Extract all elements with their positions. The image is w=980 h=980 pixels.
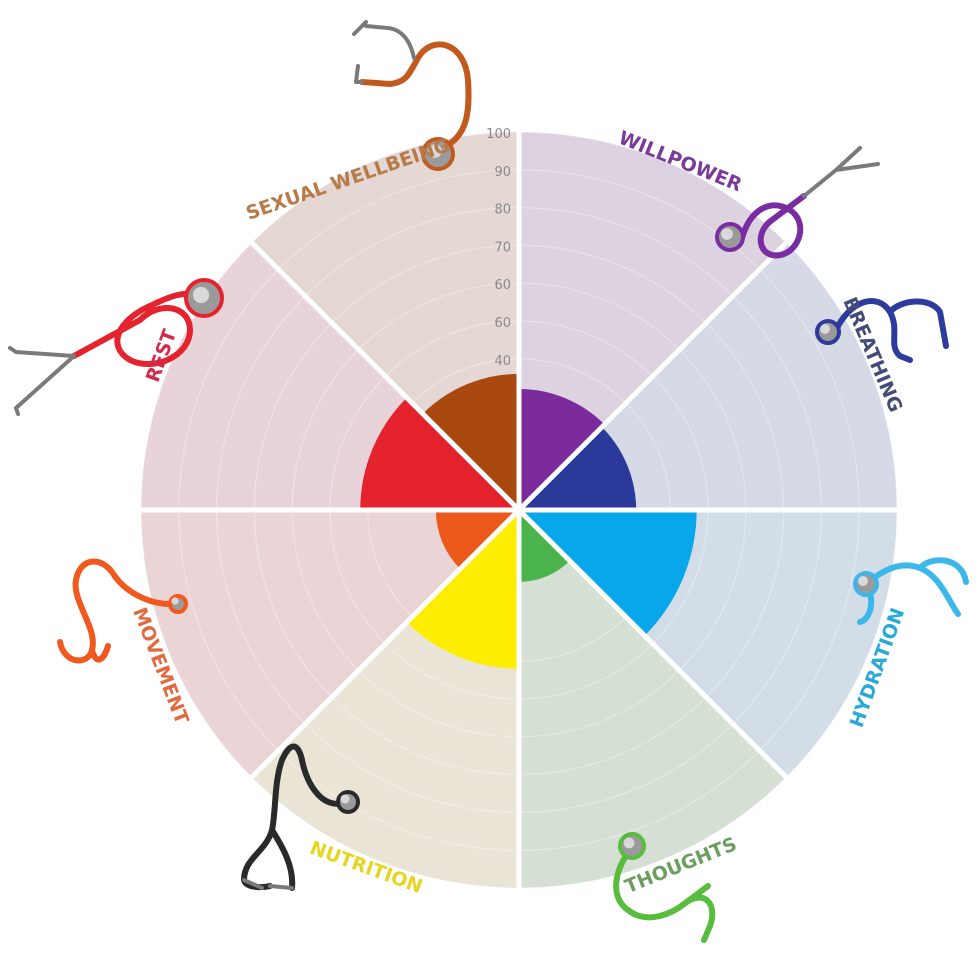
stethoscope-decorations	[8, 20, 969, 943]
segment-value-hydration	[519, 510, 697, 636]
segment-divider	[248, 508, 521, 781]
segment-divider	[248, 239, 521, 512]
scale-tick-label: 60	[494, 316, 511, 331]
scale-tick-label: 40	[494, 354, 511, 369]
segment-values	[360, 373, 697, 669]
segment-value-thoughts	[519, 510, 570, 582]
stethoscope-willpower-icon	[715, 146, 880, 259]
segment-value-breathing	[519, 427, 637, 510]
segment-divider	[517, 239, 790, 512]
segment-value-rest	[360, 397, 519, 510]
segment-bg-movement	[141, 510, 519, 778]
scale-tick-label: 70	[494, 240, 511, 255]
segment-value-sexual-wellbeing	[422, 373, 519, 510]
segment-bg-thoughts	[519, 510, 787, 888]
scale-tick-labels: 40 60 60 70 80 90 100	[486, 127, 511, 369]
stethoscope-thoughts-icon	[613, 832, 716, 943]
segment-divider	[517, 508, 790, 781]
stethoscope-sexual-wellbeing-icon	[352, 20, 472, 171]
stethoscope-rest-icon	[8, 278, 224, 416]
segment-value-nutrition	[406, 510, 519, 669]
stethoscope-movement-icon	[57, 558, 188, 664]
stethoscope-hydration-icon	[853, 557, 969, 625]
segment-value-movement	[435, 510, 519, 569]
segment-value-willpower	[519, 389, 605, 510]
scale-tick-label: 60	[494, 278, 511, 293]
segment-dividers	[139, 130, 899, 890]
stethoscope-breathing-icon	[815, 298, 949, 363]
scale-tick-label: 90	[494, 165, 511, 180]
scale-tick-label: 100	[486, 127, 511, 142]
scale-tick-label: 80	[494, 203, 511, 218]
stethoscope-nutrition-icon	[241, 743, 360, 891]
